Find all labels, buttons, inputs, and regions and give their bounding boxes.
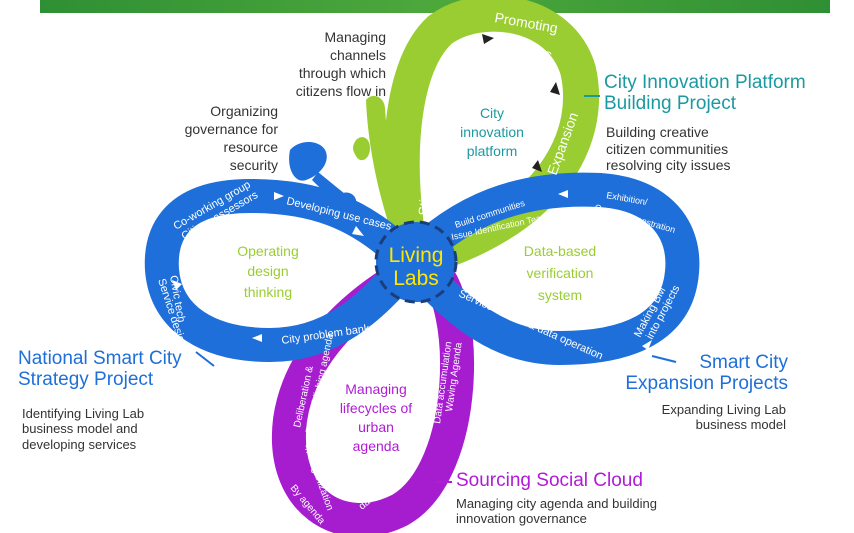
sourcing-desc: Managing city agenda and building innova… [456,496,657,527]
connector-expansion [651,355,677,363]
city-innovation-desc-line-3: resolving city issues [606,157,731,174]
right-inner-line-1: Data-based [524,243,596,259]
managing-channels-line-4: citizens flow in [296,83,386,99]
city-innovation-title-line-1: City Innovation Platform [604,72,806,93]
expansion-desc-line-2: business model [695,417,786,433]
organizing-governance-line-3: resource [224,139,279,155]
bottom-inner-line-1: Managing [345,381,407,397]
national-title-line-2: Strategy Project [18,369,154,391]
city-innovation-desc-line-2: citizen communities [606,140,729,157]
city-innovation-desc: Building creative citizen communities re… [606,124,731,174]
national-desc: Identifying Living Lab business model an… [22,406,144,452]
national-desc-line-3: developing services [22,436,137,452]
step-stimulation: Stimulation [415,146,437,216]
blue-loop-arrows [172,190,652,350]
right-loop-inner-label: Data-based verification system [524,243,596,303]
bottom-inner-line-4: agenda [353,438,400,454]
top-inner-line-2: innovation [460,124,524,140]
connector-national [195,351,215,367]
top-loop-arrows [482,34,560,172]
center-line-2: Labs [393,267,439,290]
sourcing-desc-line-2: innovation governance [456,511,587,527]
sourcing-title: Sourcing Social Cloud [456,470,643,491]
center-line-1: Living [389,244,444,267]
top-loop-inner-label: City innovation platform [460,105,524,159]
right-loop-band [393,172,700,365]
left-loop-inner-label: Operating design thinking [237,243,298,300]
expansion-title: Smart City Expansion Projects [604,352,788,395]
living-labs-center [374,220,458,304]
managing-channels-line-3: through which [299,65,386,81]
national-desc-line-2: business model and [22,421,138,437]
national-title: National Smart City Strategy Project [18,348,182,391]
top-inner-line-1: City [480,105,504,121]
blue-splash-large [289,141,327,181]
managing-channels-line-1: Managing [325,29,387,45]
bottom-loop-inner-label: Managing lifecycles of urban agenda [340,381,412,454]
bottom-inner-line-3: urban [358,419,394,435]
left-inner-line-1: Operating [237,243,298,259]
expansion-desc: Expanding Living Lab business model [600,402,786,433]
sourcing-title-line-1: Sourcing Social Cloud [456,470,643,491]
city-innovation-title: City Innovation Platform Building Projec… [604,72,806,115]
managing-channels-line-2: channels [330,47,386,63]
managing-channels-label: Managing channels through which citizens… [296,29,386,99]
left-inner-line-3: thinking [244,284,292,300]
city-innovation-desc-line-1: Building creative [606,124,709,140]
green-splash-drop [353,137,370,161]
top-banner [40,0,830,13]
left-inner-line-2: design [247,263,288,279]
left-loop-band [144,179,427,362]
organizing-governance-label: Organizing governance for resource secur… [185,103,279,173]
right-inner-line-3: system [538,287,582,303]
top-inner-line-3: platform [467,143,518,159]
right-inner-line-2: verification [527,265,594,281]
city-innovation-title-line-2: Building Project [604,93,737,115]
expansion-desc-line-1: Expanding Living Lab [661,402,786,417]
expansion-title-line-1: Smart City [699,352,788,373]
national-desc-line-1: Identifying Living Lab [22,406,145,421]
national-title-line-1: National Smart City [18,348,182,369]
organizing-governance-line-4: security [230,157,278,173]
expansion-title-line-2: Expansion Projects [625,373,788,395]
organizing-governance-line-2: governance for [185,121,279,137]
sourcing-desc-line-1: Managing city agenda and building [456,496,657,511]
bottom-inner-line-2: lifecycles of [340,400,412,416]
organizing-governance-line-1: Organizing [210,103,278,119]
